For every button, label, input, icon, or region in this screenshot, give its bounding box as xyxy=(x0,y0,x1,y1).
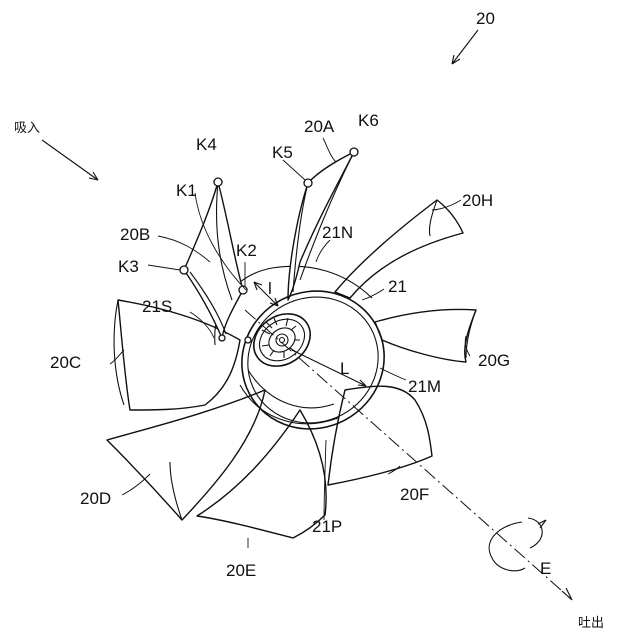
hub-center xyxy=(276,334,288,346)
discharge-arrow xyxy=(562,588,572,600)
label-k1: K1 xyxy=(176,181,197,200)
label-20b: 20B xyxy=(120,225,150,244)
rotation-arrow xyxy=(489,518,542,571)
label-20d: 20D xyxy=(80,489,111,508)
hub-outer xyxy=(244,303,321,377)
label-20h: 20H xyxy=(462,191,493,210)
label-dim-L: L xyxy=(340,359,349,378)
ref-arrow xyxy=(452,30,478,64)
label-20c: 20C xyxy=(50,353,81,372)
dimension-l xyxy=(254,282,278,306)
label-20f: 20F xyxy=(400,485,429,504)
label-21n: 21N xyxy=(322,223,353,242)
label-21m: 21M xyxy=(408,377,441,396)
label-rotation-e: E xyxy=(540,559,551,578)
point-k6 xyxy=(350,148,358,156)
label-suction: 吸入 xyxy=(14,121,40,136)
label-k4: K4 xyxy=(196,135,217,154)
blade-20b xyxy=(184,182,243,338)
label-21: 21 xyxy=(388,277,407,296)
label-20e: 20E xyxy=(226,561,256,580)
point-k4 xyxy=(214,178,222,186)
label-k2: K2 xyxy=(236,241,257,260)
point-k5 xyxy=(304,179,312,187)
suction-arrow xyxy=(42,140,98,180)
label-20a: 20A xyxy=(304,117,335,136)
label-21p: 21P xyxy=(312,517,342,536)
label-dim-l: l xyxy=(268,279,272,298)
blade-20f xyxy=(328,386,432,485)
label-20g: 20G xyxy=(478,351,510,370)
point-k3 xyxy=(180,266,188,274)
blade-20g xyxy=(375,310,476,363)
label-21s: 21S xyxy=(142,297,172,316)
dimension-L xyxy=(292,350,366,386)
label-k3: K3 xyxy=(118,257,139,276)
label-k6: K6 xyxy=(358,111,379,130)
label-discharge: 吐出 xyxy=(578,616,604,631)
label-figure-number: 20 xyxy=(476,9,495,28)
label-k5: K5 xyxy=(272,143,293,162)
